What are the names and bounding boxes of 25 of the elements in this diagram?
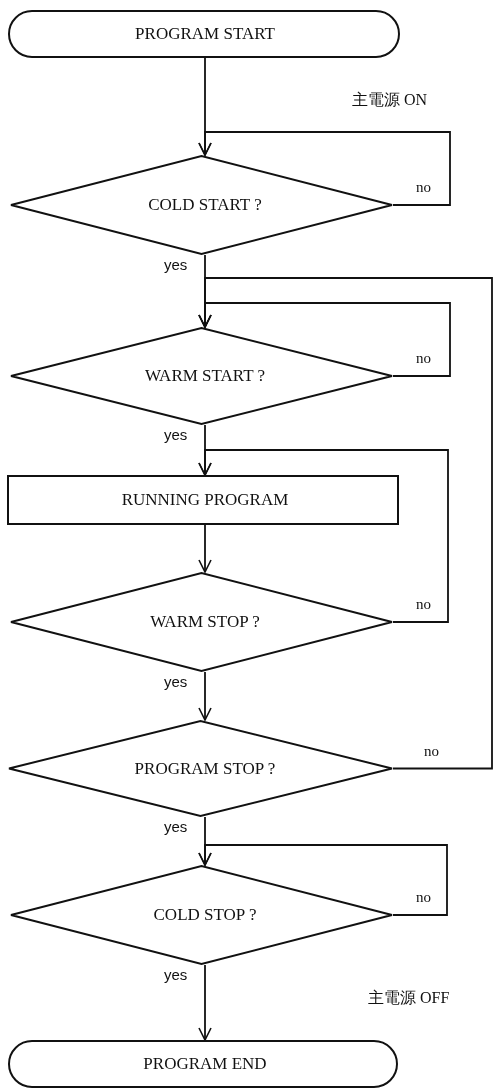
arrow: [198, 449, 449, 623]
question-text: PROGRAM STOP ?: [133, 758, 277, 779]
step-text: RUNNING PROGRAM: [120, 490, 290, 510]
terminal-shape: [8, 1040, 398, 1088]
process-box: [7, 475, 399, 525]
arrow: [198, 277, 493, 770]
question-text: COLD STOP ?: [152, 905, 258, 925]
question-text: WARM STOP ?: [149, 612, 261, 632]
arrow: [198, 671, 212, 721]
terminal-text: PROGRAM END: [142, 1054, 268, 1074]
decision-diamond: [10, 572, 393, 672]
decision-diamond: [10, 155, 393, 255]
decision-diamond: [10, 865, 393, 965]
arrow: [198, 964, 212, 1041]
arrow: [198, 131, 451, 206]
note-text: 主電源 ON: [352, 90, 428, 110]
question-text: COLD START ?: [147, 195, 263, 215]
terminal-text: PROGRAM START: [134, 24, 276, 44]
decision-diamond: [10, 327, 393, 425]
terminal-shape: [8, 10, 400, 58]
note-text: 主電源 OFF: [368, 988, 450, 1008]
arrow: [198, 524, 212, 573]
question-text: WARM START ?: [143, 366, 267, 386]
arrow: [198, 844, 448, 916]
decision-diamond: [8, 720, 393, 817]
